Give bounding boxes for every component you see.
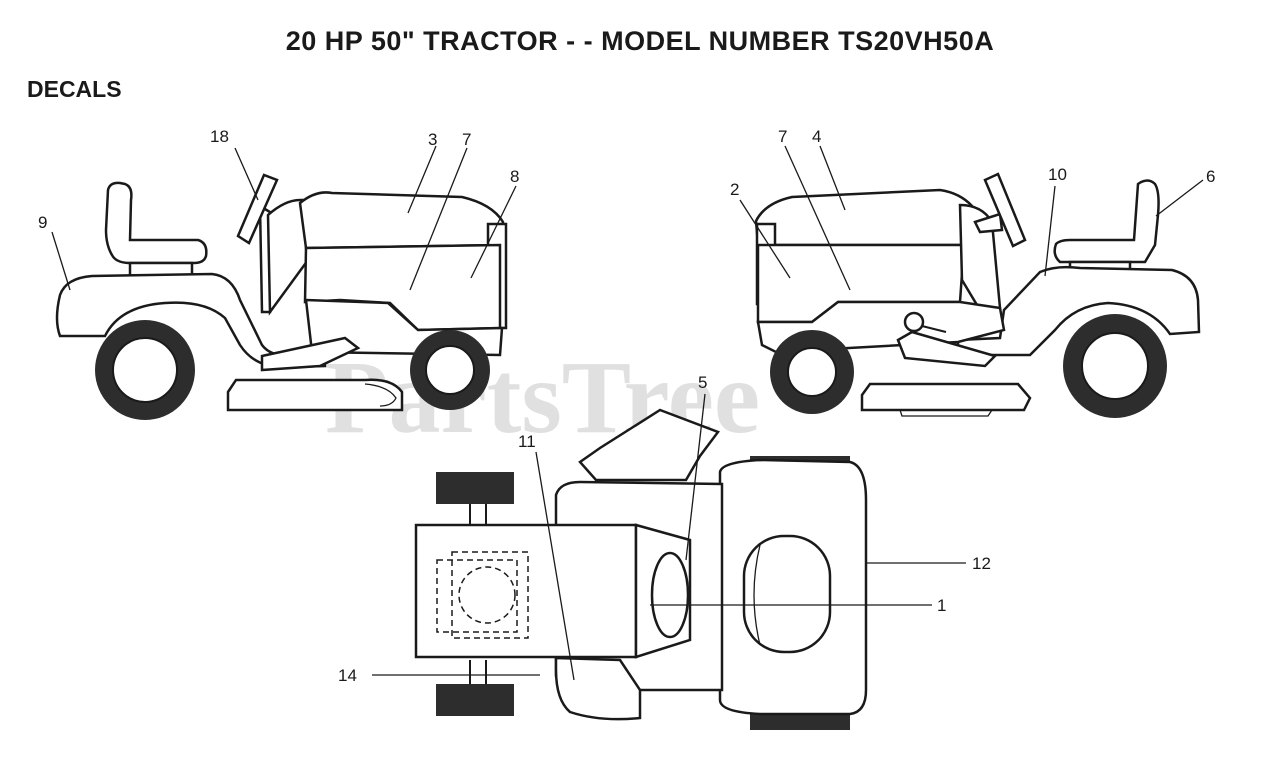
callout-4: 4 <box>812 127 821 146</box>
page-title: 20 HP 50" TRACTOR - - MODEL NUMBER TS20V… <box>285 26 995 56</box>
deck-chute-left <box>364 383 397 407</box>
dashed-panel-outer <box>436 559 518 633</box>
deck-chute-right <box>899 409 993 417</box>
mower-deck-left <box>226 378 404 412</box>
mower-deck-right <box>860 382 1032 412</box>
rear-fender-right <box>956 265 1201 357</box>
callout-6: 6 <box>1206 167 1215 186</box>
lever-knob-right <box>903 311 925 333</box>
callout-3: 3 <box>428 130 437 149</box>
hood-left <box>298 191 505 250</box>
callout-14: 14 <box>338 666 357 685</box>
callout-12: 12 <box>972 554 991 573</box>
callout-8: 8 <box>510 167 519 186</box>
callout-7-right: 7 <box>778 127 787 146</box>
tractor-top-view <box>372 393 966 730</box>
callout-5: 5 <box>698 373 707 392</box>
hood-top <box>414 523 638 659</box>
rear-wheel-top-2 <box>750 712 850 730</box>
seat-back-top <box>578 408 720 482</box>
dashed-panel-inner <box>451 551 529 639</box>
callout-1: 1 <box>937 596 946 615</box>
callout-18: 18 <box>210 127 229 146</box>
seat-right <box>1053 179 1160 264</box>
tractor-left-side-view <box>51 145 517 420</box>
front-wheel-top-2 <box>436 684 514 716</box>
steering-oval-top <box>650 551 690 639</box>
front-wheel-top-1 <box>436 472 514 504</box>
section-heading: DECALS <box>27 76 122 102</box>
side-fender-top <box>554 656 642 721</box>
footrest-right <box>896 330 998 368</box>
callout-7-left: 7 <box>462 130 471 149</box>
tractor-right-side-view <box>739 145 1204 418</box>
callout-9: 9 <box>38 213 47 232</box>
callout-10: 10 <box>1048 165 1067 184</box>
seat-left <box>104 181 208 265</box>
footrest-left <box>260 336 361 372</box>
dashed-circle <box>458 566 516 624</box>
callout-11: 11 <box>518 432 536 451</box>
callout-2: 2 <box>730 180 739 199</box>
seat-top <box>742 534 832 654</box>
steering-column-right <box>973 212 1004 234</box>
hood-right <box>754 188 974 247</box>
steering-wheel-right <box>983 172 1027 248</box>
